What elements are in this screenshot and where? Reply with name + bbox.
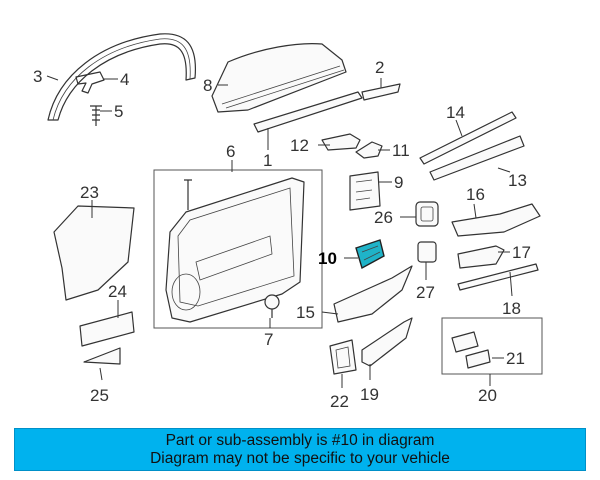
part-11-bracket [355, 141, 383, 159]
callout-6: 6 [226, 142, 235, 161]
part-23-insulator [53, 205, 135, 301]
banner-line-1: Part or sub-assembly is #10 in diagram [165, 431, 435, 449]
callout-26: 26 [374, 208, 393, 227]
part-20-assembly [441, 317, 543, 375]
part-27-bezel [417, 241, 437, 263]
part-17-handle [457, 245, 505, 269]
part-1-belt-molding [253, 91, 363, 133]
callout-12: 12 [290, 136, 309, 155]
part-14-strip [419, 111, 517, 165]
part-16-handle-trim [451, 203, 541, 237]
part-4-clip [75, 71, 105, 94]
callout-25: 25 [90, 386, 109, 405]
callout-1: 1 [263, 151, 272, 170]
callout-8: 8 [203, 76, 212, 95]
part-2-trim [361, 83, 401, 101]
callout-20: 20 [478, 386, 497, 405]
banner-line-2: Diagram may not be specific to your vehi… [150, 449, 450, 467]
callout-13: 13 [508, 171, 527, 190]
leader-lines [46, 75, 513, 388]
callout-4: 4 [120, 70, 129, 89]
callout-24: 24 [108, 282, 127, 301]
part-6-door-trim-panel [153, 169, 323, 329]
part-10-highlighted [355, 239, 385, 270]
part-7-clip [264, 294, 280, 318]
part-25-pad [83, 347, 121, 365]
part-19-pocket [361, 317, 413, 367]
callout-21: 21 [506, 349, 525, 368]
callout-11: 11 [392, 141, 410, 160]
part-22-bezel [329, 339, 357, 375]
part-5-screw [90, 105, 102, 126]
callout-5: 5 [114, 102, 123, 121]
parts-diagram: 3 4 5 8 2 1 12 11 9 14 13 6 23 24 25 7 1… [33, 33, 543, 411]
callout-16: 16 [466, 185, 485, 204]
callout-9: 9 [394, 173, 403, 192]
part-18-strip [457, 263, 539, 291]
callout-27: 27 [416, 283, 435, 302]
callout-15: 15 [296, 303, 315, 322]
callout-3: 3 [33, 67, 42, 86]
part-8-window-glass [211, 43, 347, 113]
part-13-strip [429, 135, 525, 181]
callout-23: 23 [80, 183, 99, 202]
callout-7: 7 [264, 330, 273, 349]
callout-14: 14 [446, 103, 465, 122]
callout-10: 10 [318, 249, 337, 268]
callout-22: 22 [330, 392, 349, 411]
callout-2: 2 [375, 58, 384, 77]
part-9-lock-bracket [349, 171, 381, 211]
callout-19: 19 [360, 385, 379, 404]
part-26-switch [415, 201, 439, 227]
part-24-pad [79, 311, 135, 347]
part-12-handle-bracket [321, 133, 361, 151]
callout-18: 18 [502, 299, 521, 318]
part-3-frame-molding [47, 33, 197, 121]
info-banner: Part or sub-assembly is #10 in diagram D… [14, 428, 586, 471]
callout-17: 17 [512, 243, 531, 262]
part-15-armrest-trim [333, 265, 413, 323]
